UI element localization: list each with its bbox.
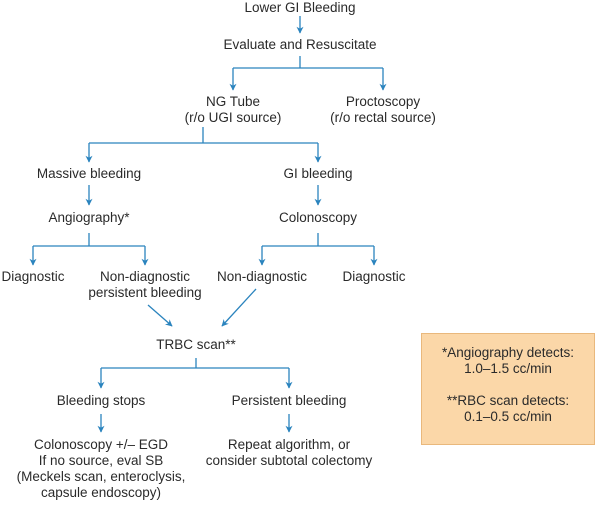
node-text-line: Colonoscopy +/– EGD — [34, 437, 168, 452]
node-text-line: GI bleeding — [283, 166, 353, 181]
note-angiography-label: *Angiography detects: — [441, 345, 575, 360]
arrow-colo-nondiag-to-trbc — [221, 288, 257, 327]
node-text-line: capsule endoscopy) — [40, 485, 162, 500]
branch-colonoscopy — [262, 233, 374, 247]
arrow-angio-nondiag-to-trbc — [147, 304, 173, 327]
node-proctoscopy: Proctoscopy(r/o rectal source) — [330, 94, 436, 126]
node-text-line: Massive bleeding — [36, 166, 142, 181]
node-text-line: Repeat algorithm, or — [227, 437, 351, 452]
node-text-line: If no source, eval SB — [38, 453, 164, 468]
node-angiography: Angiography* — [48, 210, 129, 226]
node-text-line: Colonoscopy — [278, 210, 358, 225]
node-text-line: Lower GI Bleeding — [244, 0, 356, 15]
node-text-line: (r/o UGI source) — [184, 110, 282, 125]
branch-trbc — [101, 358, 289, 369]
node-bleeding-stops: Bleeding stops — [57, 393, 146, 409]
node-text-line: (Meckels scan, enteroclysis, — [16, 469, 186, 484]
node-colonoscopy: Colonoscopy — [279, 210, 357, 226]
node-persistent-bleeding: Persistent bleeding — [232, 393, 347, 409]
node-gi-bleeding: GI bleeding — [283, 166, 352, 182]
node-text-line: Diagnostic — [342, 269, 406, 284]
node-text-line: Angiography* — [48, 210, 130, 225]
node-massive-bleeding: Massive bleeding — [37, 166, 141, 182]
branch-ng-tube — [89, 127, 318, 144]
node-trbc-scan: TRBC scan** — [156, 337, 236, 353]
note-rbc-rate: 0.1–0.5 cc/min — [464, 409, 552, 424]
node-evaluate-resuscitate: Evaluate and Resuscitate — [223, 37, 376, 53]
detection-rate-note: *Angiography detects: 1.0–1.5 cc/min **R… — [421, 333, 595, 445]
node-colo-nondiagnostic: Non-diagnostic — [217, 269, 307, 285]
node-text-line: Non-diagnostic — [99, 269, 191, 284]
node-angio-diagnostic: Diagnostic — [1, 269, 64, 285]
node-text-line: Persistent bleeding — [231, 393, 347, 408]
node-text-line: Non-diagnostic — [216, 269, 308, 284]
node-text-line: (r/o rectal source) — [330, 110, 436, 125]
note-rbc-label: **RBC scan detects: — [446, 393, 570, 408]
node-text-line: persistent bleeding — [88, 285, 202, 300]
node-text-line: TRBC scan** — [156, 337, 236, 352]
branch-angiography — [33, 233, 145, 247]
node-text-line: consider subtotal colectomy — [205, 453, 373, 468]
node-text-line: Bleeding stops — [56, 393, 146, 408]
node-colo-diagnostic: Diagnostic — [342, 269, 405, 285]
node-text-line: Diagnostic — [1, 269, 65, 284]
node-lower-gi-bleeding: Lower GI Bleeding — [244, 0, 355, 16]
branch-evaluate — [233, 56, 383, 69]
note-angiography-rate: 1.0–1.5 cc/min — [464, 361, 552, 376]
node-ng-tube: NG Tube(r/o UGI source) — [185, 94, 282, 126]
node-text-line: Proctoscopy — [345, 94, 421, 109]
node-text-line: Evaluate and Resuscitate — [223, 37, 377, 52]
node-text-line: NG Tube — [205, 94, 261, 109]
